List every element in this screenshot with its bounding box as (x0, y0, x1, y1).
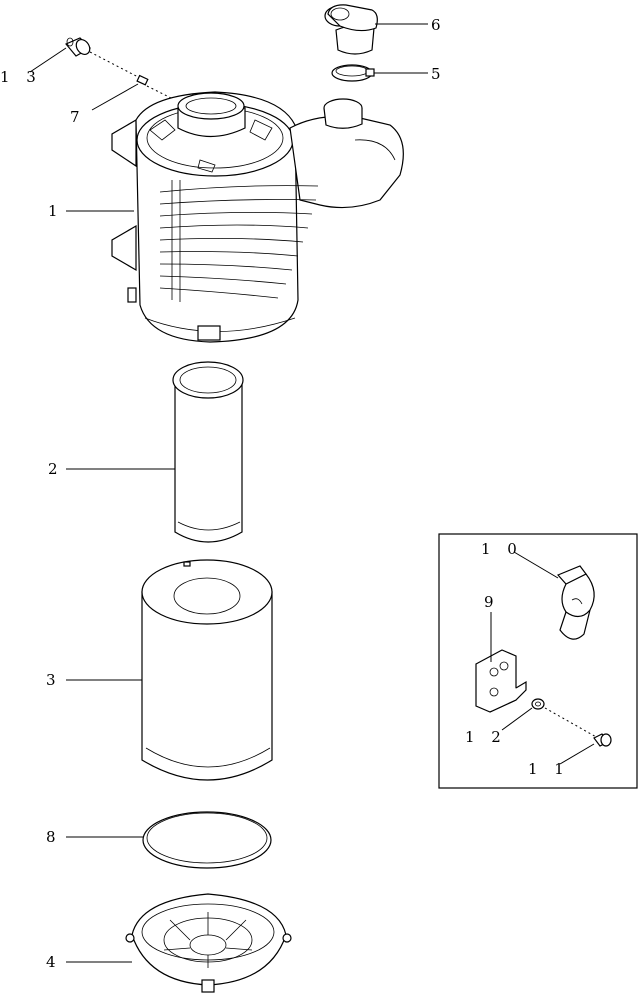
part-9-bracket (475, 649, 527, 713)
part-13-fitting (65, 37, 91, 57)
callout-10: 1 0 (481, 540, 523, 558)
part-11-bolt (593, 733, 612, 747)
detail-inset-frame (438, 533, 638, 789)
leader-11 (559, 743, 595, 765)
callout-4: 4 (46, 953, 62, 971)
part-13-centerline (89, 51, 141, 79)
callout-9: 9 (484, 593, 500, 611)
callout-11: 1 1 (528, 760, 570, 778)
part-6-cap (324, 4, 378, 55)
part-3-primary-filter (141, 559, 273, 781)
part-8-gasket (142, 811, 272, 869)
part-10-spring-clip (556, 565, 595, 640)
callout-13: 1 3 (0, 68, 42, 86)
part-4-cover (125, 893, 292, 993)
callout-5: 5 (431, 65, 447, 83)
leader-7 (91, 83, 139, 111)
leader-12 (501, 707, 533, 731)
part-2-inner-element (172, 361, 244, 543)
callout-6: 6 (431, 16, 447, 34)
callout-12: 1 2 (465, 728, 507, 746)
part-5-clamp (331, 64, 375, 82)
callout-3: 3 (46, 671, 62, 689)
callout-8: 8 (46, 828, 62, 846)
leader-13 (29, 47, 67, 73)
callout-7: 7 (70, 108, 86, 126)
leader-10 (513, 551, 559, 579)
callout-2: 2 (48, 460, 64, 478)
part-7-screw (136, 74, 149, 86)
part-11-centerline (544, 707, 599, 739)
callout-1: 1 (48, 202, 64, 220)
part-12-washer (531, 698, 545, 710)
part-1-housing (111, 91, 404, 343)
